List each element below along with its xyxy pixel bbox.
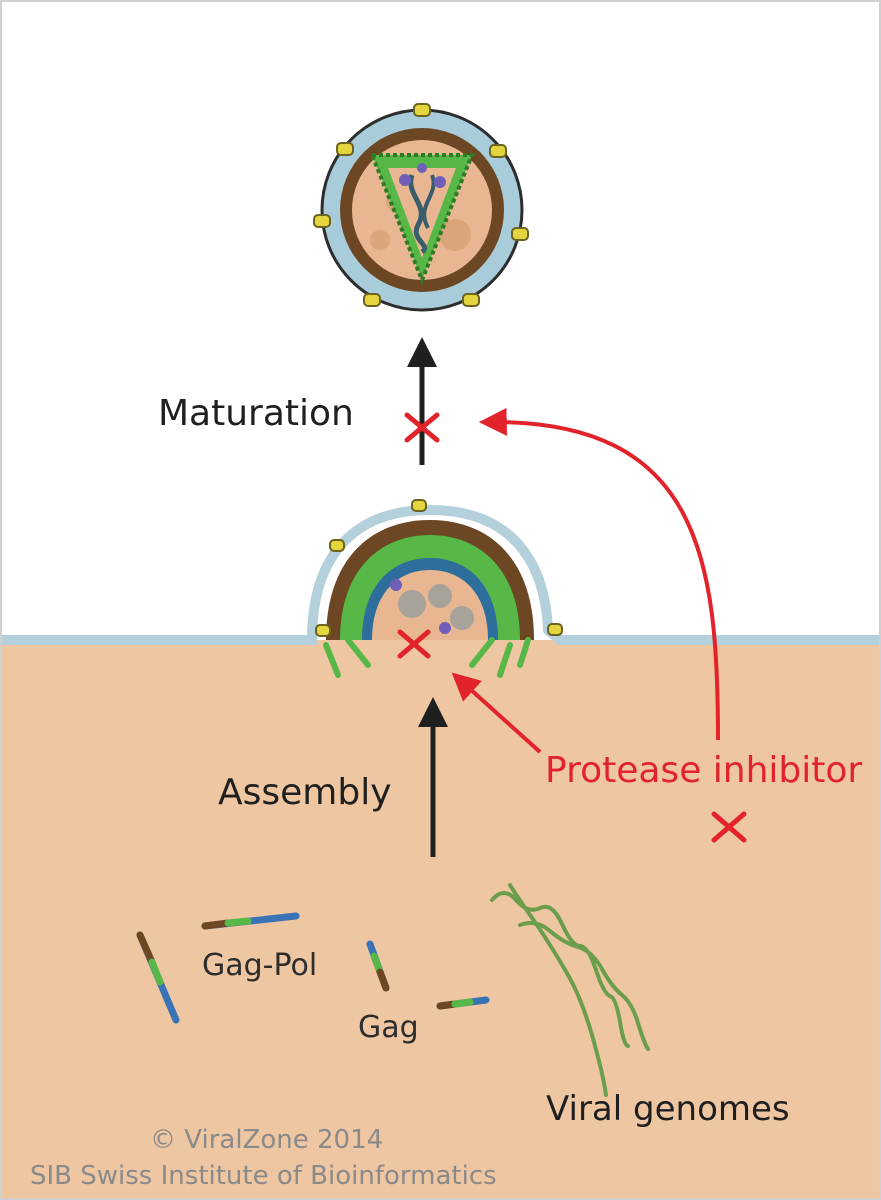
credit-line-2: SIB Swiss Institute of Bioinformatics [30, 1161, 497, 1191]
maturation-label: Maturation [158, 393, 354, 434]
protease-inhibitor-label: Protease inhibitor [545, 750, 862, 791]
budding-virion-icon [315, 499, 563, 678]
mature-virion-icon [313, 103, 529, 312]
credit-line-1: © ViralZone 2014 [150, 1125, 383, 1155]
assembly-label: Assembly [218, 772, 392, 813]
gag-label: Gag [358, 1010, 419, 1045]
gag-polyprotein-icon [136, 912, 490, 1024]
cell-membrane [0, 504, 881, 645]
inhibitor-arrow-to-maturation [478, 407, 720, 741]
inhibition-x-icon [397, 629, 431, 659]
rna-genome-icon [490, 883, 650, 1097]
inhibition-x-icon [404, 412, 440, 443]
gag-pol-label: Gag-Pol [202, 948, 317, 983]
inhibitor-arrow-to-assembly [451, 672, 542, 754]
inhibition-x-icon [711, 811, 747, 843]
cytoplasm [0, 640, 881, 1200]
viral-genomes-label: Viral genomes [546, 1089, 790, 1129]
